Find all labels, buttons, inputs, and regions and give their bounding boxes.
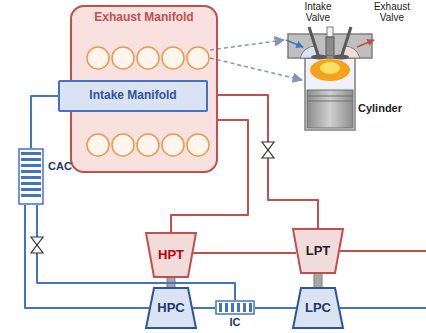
- node-outline: [146, 233, 196, 277]
- piston-ring: [307, 96, 353, 97]
- bypass-valve: [31, 237, 43, 253]
- piston: [307, 90, 353, 128]
- cooler-fin: [21, 176, 41, 179]
- node-outline: [293, 229, 343, 273]
- cooler-fin: [243, 303, 246, 312]
- node-outline: [146, 288, 196, 328]
- exhaust-valve-head: [333, 55, 349, 60]
- node-label: Intake Manifold: [89, 89, 176, 103]
- pipe-connector: [218, 95, 318, 228]
- cooler-fin: [21, 158, 41, 161]
- cooler-fin: [21, 194, 41, 197]
- node-outline: [293, 288, 343, 328]
- port-circle: [112, 134, 134, 156]
- cooler-fin: [237, 303, 240, 312]
- cooler-fin: [21, 152, 41, 155]
- node-outline: [18, 148, 44, 205]
- pipe-connector: [193, 307, 215, 309]
- pipe-connector: [25, 205, 149, 308]
- pipe-connector: [171, 120, 248, 232]
- node-label: LPC: [305, 301, 331, 316]
- pipe-connector: [37, 205, 235, 300]
- node-label: IC: [230, 316, 241, 329]
- turbine-box: HPT: [145, 232, 197, 278]
- compressor-box: LPC: [292, 287, 344, 329]
- part-label: Intake Valve: [296, 1, 340, 23]
- intake-flow-arrow: [286, 40, 303, 47]
- node-label: HPC: [157, 301, 184, 316]
- node-label: HPT: [158, 248, 184, 263]
- cooler-frame: [216, 301, 254, 314]
- node-label: CAC: [48, 160, 72, 173]
- port-circle: [187, 134, 209, 156]
- air-inlet-pipe: [340, 307, 426, 309]
- intercooler: IC: [215, 300, 255, 315]
- port-circle: [187, 47, 209, 69]
- cooler-fin: [249, 303, 252, 312]
- exhaust-outlet-pipe: [340, 250, 426, 252]
- port-circle: [162, 47, 184, 69]
- pipe-connector: [31, 96, 58, 148]
- intake-valve-head: [311, 55, 327, 60]
- piston-ring: [307, 101, 353, 102]
- dashed-leader: [210, 58, 302, 80]
- cooler-fin: [21, 188, 41, 191]
- cooler-fin: [225, 303, 228, 312]
- intake-valve-stem: [309, 27, 318, 55]
- port-circle: [137, 47, 159, 69]
- port-circle: [162, 134, 184, 156]
- turbo-shaft: [314, 272, 322, 289]
- valve-symbol: [262, 142, 274, 150]
- exhaust-valve-stem: [342, 27, 351, 55]
- exhaust-flow-arrow: [357, 40, 374, 47]
- turbine-box: LPT: [292, 228, 344, 274]
- valve-symbol: [31, 237, 43, 245]
- node-label: Exhaust Manifold: [94, 11, 193, 25]
- part-label: Cylinder: [358, 102, 422, 114]
- valve-symbol: [262, 150, 274, 158]
- combustion-flame: [320, 62, 340, 74]
- intake-manifold-box: Intake Manifold: [58, 80, 208, 112]
- cooler-fin: [21, 164, 41, 167]
- cylinder-wall: [305, 58, 355, 130]
- cylinder-drawing: [286, 27, 374, 130]
- port-circle: [112, 47, 134, 69]
- combustion-flame: [310, 59, 350, 81]
- charge-air-cooler: CAC: [18, 148, 44, 205]
- cooler-fin: [21, 182, 41, 185]
- compressor-box: HPC: [145, 287, 197, 329]
- cooler-fin: [231, 303, 234, 312]
- cooler-fin: [219, 303, 222, 312]
- node-outline: [215, 300, 255, 315]
- spark-plug-insulator: [327, 27, 333, 37]
- bypass-valve: [262, 142, 274, 158]
- cooler-frame: [19, 149, 43, 204]
- pipe-connector: [193, 252, 296, 254]
- node-label: LPT: [306, 244, 331, 259]
- cooler-fin: [21, 170, 41, 173]
- port-circle: [87, 47, 109, 69]
- spark-plug: [326, 37, 334, 56]
- part-label: Exhaust Valve: [364, 1, 420, 23]
- port-circle: [137, 134, 159, 156]
- valve-symbol: [31, 245, 43, 253]
- dashed-leader: [210, 40, 284, 50]
- pipe-connector: [255, 307, 296, 309]
- port-circle: [87, 134, 109, 156]
